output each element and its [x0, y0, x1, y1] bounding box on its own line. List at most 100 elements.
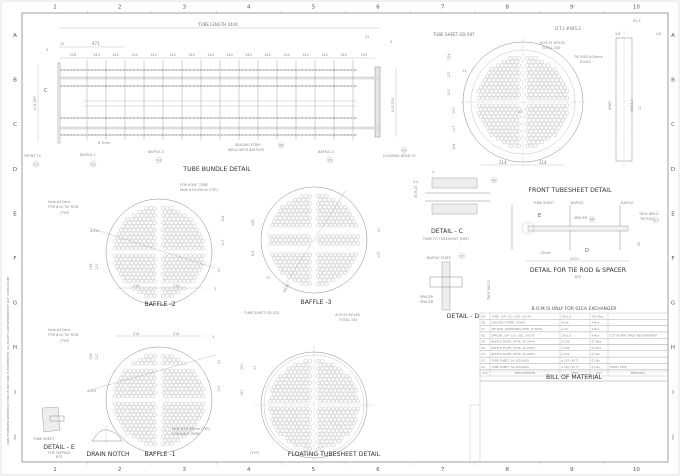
tube-hole	[293, 421, 298, 426]
tube-hole	[305, 278, 310, 283]
tube-hole	[188, 423, 193, 428]
tube-hole	[533, 129, 538, 134]
tube-hole	[337, 432, 342, 437]
tube-hole	[330, 413, 335, 418]
tube-hole	[485, 110, 490, 115]
tube-hole	[161, 271, 166, 276]
spacing-dim: 150	[361, 53, 367, 57]
tube-hole	[127, 242, 132, 247]
tube-hole	[305, 362, 310, 367]
tube-hole	[345, 410, 350, 415]
tube-hole	[140, 427, 145, 432]
tube-hole	[307, 201, 312, 206]
tube-hole	[186, 271, 191, 276]
tube-hole	[127, 271, 132, 276]
tube-hole	[508, 143, 513, 148]
tube-hole	[148, 361, 153, 366]
tube-hole	[171, 231, 176, 236]
tube-hole	[188, 217, 193, 222]
tube-hole	[301, 377, 306, 382]
tube-hole	[171, 253, 176, 258]
tube-hole	[354, 388, 358, 393]
tube-hole	[165, 405, 170, 410]
spacing-dim: 144	[207, 53, 213, 57]
tube-hole	[347, 413, 352, 418]
tube-hole	[165, 427, 170, 432]
tube-hole	[152, 441, 157, 446]
front-sheet-od: TUBE SHEET OD-587	[432, 32, 475, 37]
tube-hole	[328, 424, 333, 429]
tube-hole	[140, 368, 145, 373]
tube-hole	[180, 217, 185, 222]
tube-hole	[301, 392, 306, 397]
tube-hole	[138, 372, 143, 377]
tube-hole	[188, 268, 193, 273]
tube-hole	[148, 257, 153, 262]
tube-hole	[182, 235, 187, 240]
tube-hole	[169, 441, 174, 446]
tube-hole	[161, 441, 166, 446]
tube-hole	[533, 107, 538, 112]
tube-hole	[322, 263, 327, 268]
tube-hole	[165, 228, 170, 233]
tube-hole	[161, 206, 166, 211]
tube-hole	[190, 405, 195, 410]
bom-cell: 08	[482, 321, 486, 325]
spacing-dim: 143	[93, 53, 99, 57]
tube-hole	[316, 281, 321, 286]
tube-hole	[293, 370, 298, 375]
front-tubesheet-left-dim: 124	[447, 54, 451, 60]
tube-hole	[328, 216, 333, 221]
tube-hole	[286, 395, 291, 400]
tube-hole	[349, 252, 354, 257]
tube-hole	[504, 107, 509, 112]
tube-hole	[535, 125, 540, 130]
tube-hole	[121, 224, 126, 229]
tube-hole	[163, 394, 168, 399]
tube-hole	[303, 388, 308, 393]
tube-hole	[525, 78, 530, 83]
tube-hole	[493, 118, 498, 123]
grid-row-label-left: G	[13, 301, 17, 307]
tube-hole	[544, 132, 549, 137]
tube-hole	[349, 216, 354, 221]
tube-hole	[525, 136, 530, 141]
tube-hole	[175, 387, 180, 392]
tube-hole	[125, 224, 130, 229]
tube-hole	[303, 216, 308, 221]
tube-hole	[527, 96, 532, 101]
tube-hole	[136, 220, 140, 225]
tube-hole	[497, 103, 502, 108]
tube-hole	[516, 63, 521, 68]
tube-hole	[497, 67, 502, 72]
tube-hole	[286, 274, 291, 279]
tube-hole	[339, 256, 344, 261]
tube-hole	[282, 259, 287, 264]
tube-hole	[550, 129, 555, 134]
tube-hole	[349, 424, 354, 429]
tube-hole	[489, 125, 494, 130]
tube-hole	[320, 417, 325, 422]
tube-hole	[142, 217, 147, 222]
tube-hole	[136, 257, 140, 262]
tube-hole	[190, 390, 195, 395]
tie-rod-label: TIE ROD #10mm	[573, 55, 603, 59]
tube-hole	[548, 103, 553, 108]
tube-hole	[542, 78, 546, 83]
tube-hole	[286, 424, 291, 429]
tube-hole	[192, 253, 197, 258]
tube-hole	[178, 405, 182, 410]
tie-rod-title: DETAIL FOR TIE ROD & SPACER	[530, 267, 627, 274]
tube-hole	[186, 264, 191, 269]
tube-hole	[514, 59, 519, 64]
grid-row-label-right: E	[671, 211, 675, 217]
tube-hole	[552, 132, 557, 137]
baffle-2-dim-21: 21	[217, 268, 221, 272]
baffle-1-tube-note: FOR #3/4" TUBE	[172, 432, 200, 436]
tube-hole	[196, 387, 201, 392]
tube-hole	[184, 379, 189, 384]
tube-hole	[295, 216, 300, 221]
tube-hole	[485, 96, 490, 101]
tube-hole	[305, 377, 310, 382]
tube-hole	[129, 416, 134, 421]
